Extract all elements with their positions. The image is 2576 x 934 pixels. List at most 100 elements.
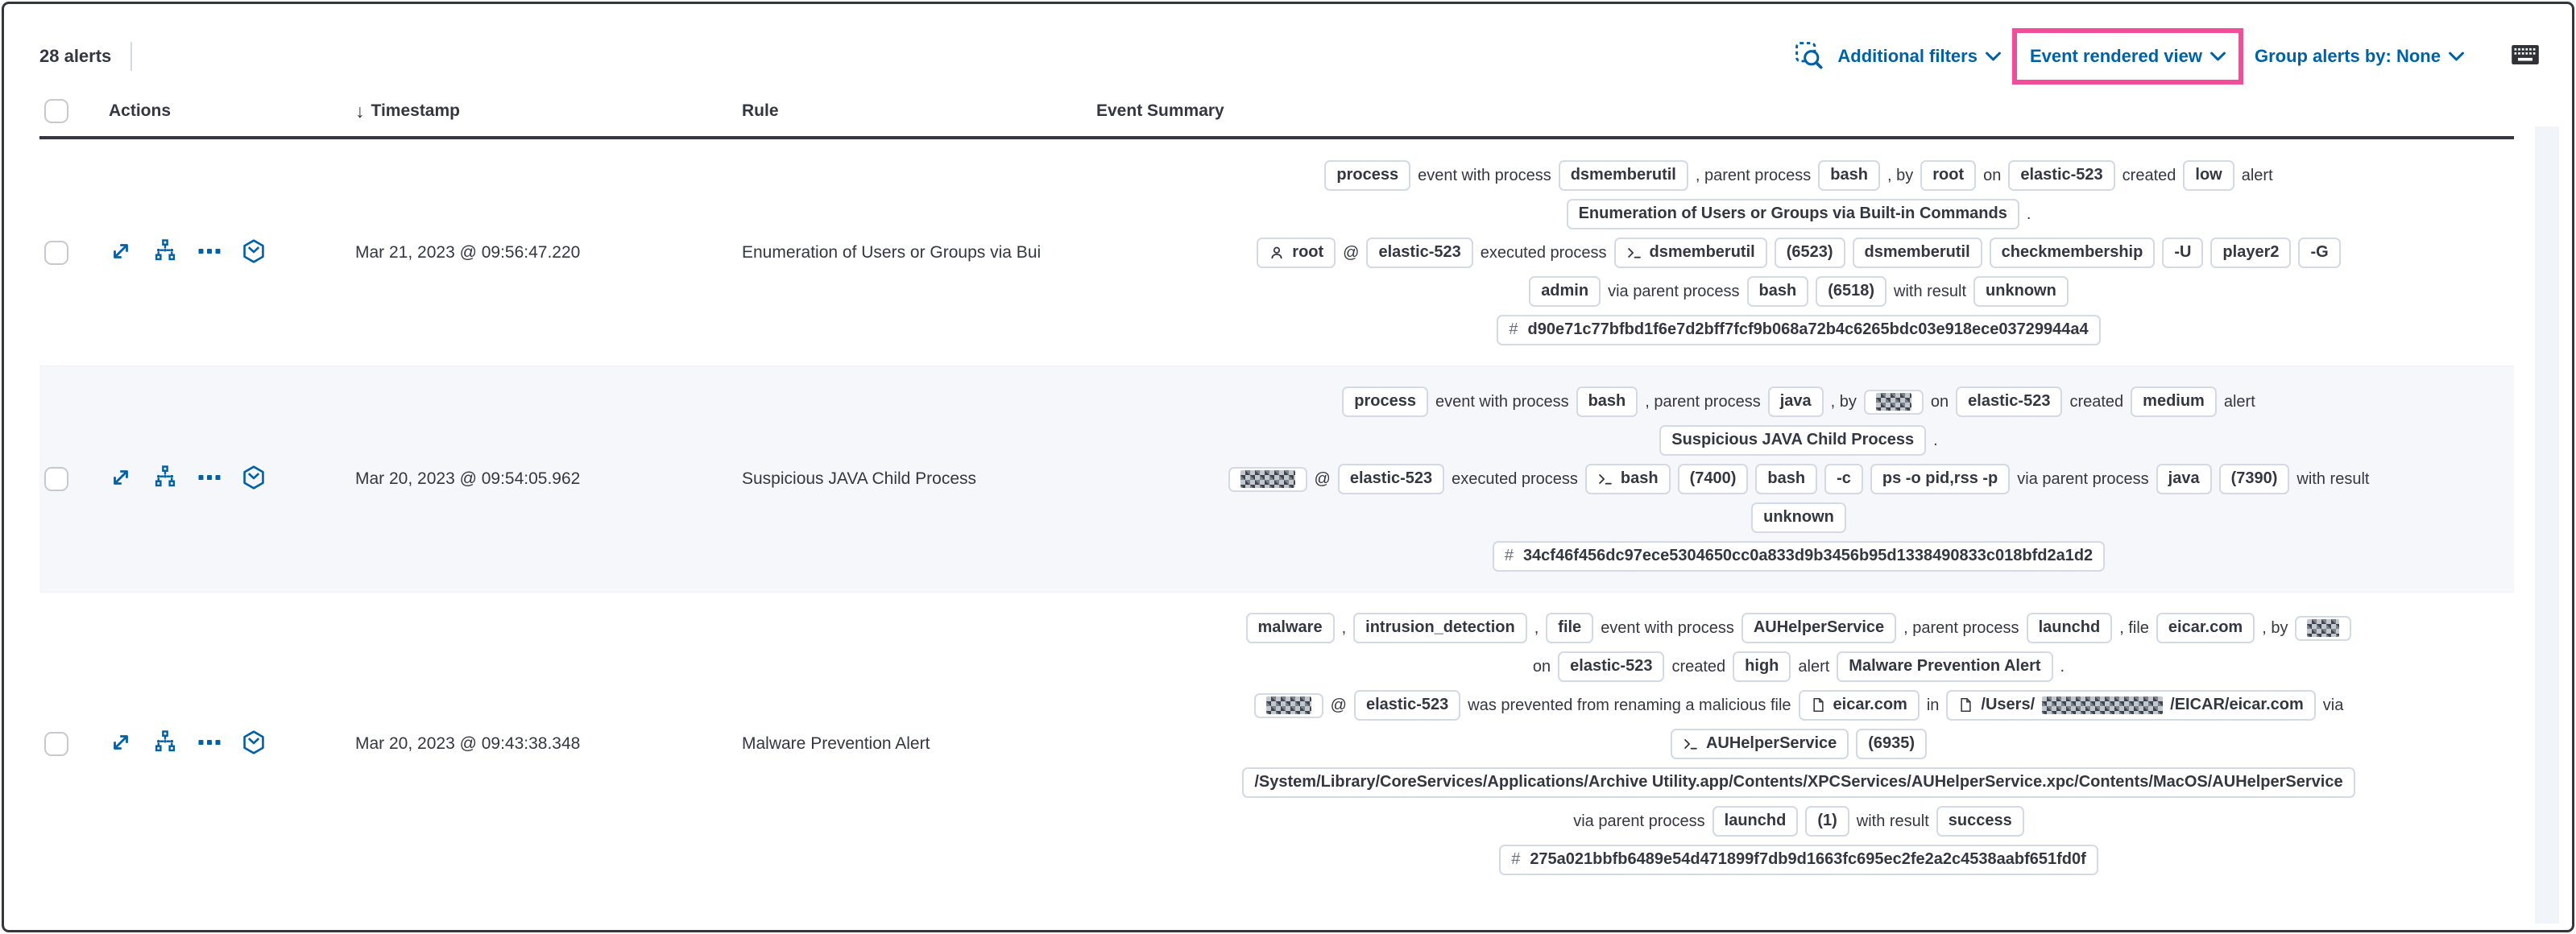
field-value-badge[interactable]: #34cf46f456dc97ece5304650cc0a833d9b3456b… <box>1492 541 2106 572</box>
field-value-badge[interactable]: high <box>1733 651 1791 682</box>
badge-text: 275a021bbfb6489e54d471899f7db9d1663fc695… <box>1530 850 2086 868</box>
analyze-event-button[interactable] <box>153 238 177 267</box>
field-value-badge[interactable]: dsmemberutil <box>1852 238 1982 268</box>
field-value-badge[interactable]: launchd <box>2026 613 2113 643</box>
expand-alert-button[interactable] <box>109 730 133 758</box>
expand-alert-button[interactable] <box>109 239 133 267</box>
field-value-badge[interactable]: Enumeration of Users or Groups via Built… <box>1566 199 2019 229</box>
field-value-badge[interactable]: root <box>1257 238 1336 268</box>
field-value-badge[interactable]: launchd <box>1712 806 1799 837</box>
field-value-badge[interactable]: -U <box>2162 238 2204 268</box>
alert-rule-name[interactable]: Enumeration of Users or Groups via Bui <box>742 243 1042 262</box>
select-alert-checkbox[interactable] <box>44 467 68 491</box>
field-value-badge[interactable]: elastic-523 <box>1956 386 2063 417</box>
field-value-badge[interactable]: process <box>1342 386 1428 417</box>
field-value-badge[interactable]: intrusion_detection <box>1353 613 1527 643</box>
field-value-badge[interactable]: file <box>1546 613 1594 643</box>
field-value-badge[interactable] <box>1228 466 1307 492</box>
event-summary-line: Enumeration of Users or Groups via Built… <box>1083 199 2514 229</box>
field-value-badge[interactable]: Malware Prevention Alert <box>1837 651 2053 682</box>
badge-text: launchd <box>2038 618 2101 636</box>
more-actions-button[interactable] <box>197 239 222 267</box>
field-value-badge[interactable]: elastic-523 <box>1337 464 1445 494</box>
field-value-badge[interactable]: root <box>1920 160 1977 191</box>
field-value-badge[interactable]: admin <box>1529 276 1601 307</box>
field-value-badge[interactable]: -c <box>1824 464 1863 494</box>
field-value-badge[interactable]: (6518) <box>1816 276 1887 307</box>
field-value-badge[interactable]: AUHelperService <box>1741 613 1897 643</box>
field-value-badge[interactable]: elastic-523 <box>1558 651 1665 682</box>
field-value-badge[interactable]: (7390) <box>2218 464 2290 494</box>
field-value-badge[interactable]: low <box>2183 160 2234 191</box>
field-value-badge[interactable]: bash <box>1576 386 1638 417</box>
toolbar-divider <box>130 42 133 71</box>
field-value-badge[interactable]: eicar.com <box>1798 690 1920 721</box>
investigate-in-timeline-button[interactable] <box>242 465 266 494</box>
field-value-badge[interactable]: process <box>1324 160 1411 191</box>
field-value-badge[interactable]: elastic-523 <box>1353 690 1461 721</box>
alert-rule-name[interactable]: Malware Prevention Alert <box>742 734 930 753</box>
field-value-badge[interactable]: Suspicious JAVA Child Process <box>1659 425 1927 456</box>
field-value-badge[interactable]: bash <box>1755 464 1818 494</box>
inspect-button[interactable] <box>1789 35 1828 78</box>
field-value-badge[interactable]: /System/Library/CoreServices/Application… <box>1242 767 2355 798</box>
analyze-event-button[interactable] <box>153 729 177 758</box>
investigate-in-timeline-button[interactable] <box>242 238 266 267</box>
field-value-badge[interactable]: ps -o pid,rss -p <box>1870 464 2011 494</box>
field-value-badge[interactable]: medium <box>2131 386 2217 417</box>
field-value-badge[interactable]: /Users//EICAR/eicar.com <box>1946 690 2316 721</box>
badge-text: process <box>1354 392 1416 410</box>
timeline-icon <box>242 238 266 267</box>
additional-filters-label: Additional filters <box>1837 46 1978 66</box>
field-value-badge[interactable]: unknown <box>1751 502 1846 533</box>
field-value-badge[interactable] <box>2295 615 2352 641</box>
field-value-badge[interactable]: (6935) <box>1856 729 1928 759</box>
field-value-badge[interactable]: (1) <box>1805 806 1849 837</box>
additional-filters-dropdown[interactable]: Additional filters <box>1828 39 2011 73</box>
field-value-badge[interactable]: malware <box>1245 613 1335 643</box>
field-value-badge[interactable]: bash <box>1818 160 1880 191</box>
expand-alert-button[interactable] <box>109 465 133 494</box>
select-all-checkbox[interactable] <box>44 99 68 123</box>
badge-text: admin <box>1541 282 1589 300</box>
field-value-badge[interactable]: (6523) <box>1774 238 1845 268</box>
analyze-event-button[interactable] <box>153 465 177 494</box>
badge-text: d90e71c77bfbd1f6e7d2bff7fcf9b068a72b4c62… <box>1527 320 2089 338</box>
field-value-badge[interactable]: unknown <box>1973 276 2069 307</box>
field-value-badge[interactable]: checkmembership <box>1989 238 2156 268</box>
field-value-badge[interactable] <box>1863 389 1924 415</box>
field-value-badge[interactable]: #d90e71c77bfbd1f6e7d2bff7fcf9b068a72b4c6… <box>1497 315 2101 345</box>
field-value-badge[interactable]: elastic-523 <box>1366 238 1473 268</box>
field-value-badge[interactable]: AUHelperService <box>1670 729 1849 759</box>
badge-text: (6935) <box>1868 734 1915 752</box>
field-value-badge[interactable] <box>1253 692 1323 718</box>
field-value-badge[interactable]: java <box>1767 386 1824 417</box>
keyboard-shortcuts-button[interactable] <box>2506 39 2545 75</box>
more-actions-button[interactable] <box>197 730 222 758</box>
field-value-badge[interactable]: (7400) <box>1677 464 1749 494</box>
vertical-scrollbar[interactable] <box>2535 126 2559 924</box>
field-value-badge[interactable]: success <box>1936 806 2024 837</box>
field-value-badge[interactable]: #275a021bbfb6489e54d471899f7db9d1663fc69… <box>1499 845 2098 875</box>
investigate-in-timeline-button[interactable] <box>242 729 266 758</box>
badge-text: (7400) <box>1689 469 1737 487</box>
field-value-badge[interactable]: java <box>2156 464 2212 494</box>
group-alerts-dropdown[interactable]: Group alerts by: None <box>2245 39 2474 73</box>
badge-text: -c <box>1837 469 1851 487</box>
field-value-badge[interactable]: bash <box>1584 464 1671 494</box>
select-alert-checkbox[interactable] <box>44 241 68 265</box>
column-header-timestamp[interactable]: ↓ Timestamp <box>342 101 729 122</box>
alert-rule-name[interactable]: Suspicious JAVA Child Process <box>742 469 977 488</box>
field-value-badge[interactable]: bash <box>1746 276 1809 307</box>
select-alert-checkbox[interactable] <box>44 732 68 756</box>
field-value-badge[interactable]: -G <box>2298 238 2341 268</box>
summary-text: on <box>1532 657 1551 676</box>
field-value-badge[interactable]: dsmemberutil <box>1613 238 1767 268</box>
more-actions-button[interactable] <box>197 465 222 494</box>
field-value-badge[interactable]: player2 <box>2210 238 2292 268</box>
field-value-badge[interactable]: eicar.com <box>2156 613 2255 643</box>
field-value-badge[interactable]: dsmemberutil <box>1558 160 1688 191</box>
field-value-badge[interactable]: elastic-523 <box>2008 160 2115 191</box>
event-rendered-view-dropdown[interactable]: Event rendered view <box>2020 39 2235 73</box>
